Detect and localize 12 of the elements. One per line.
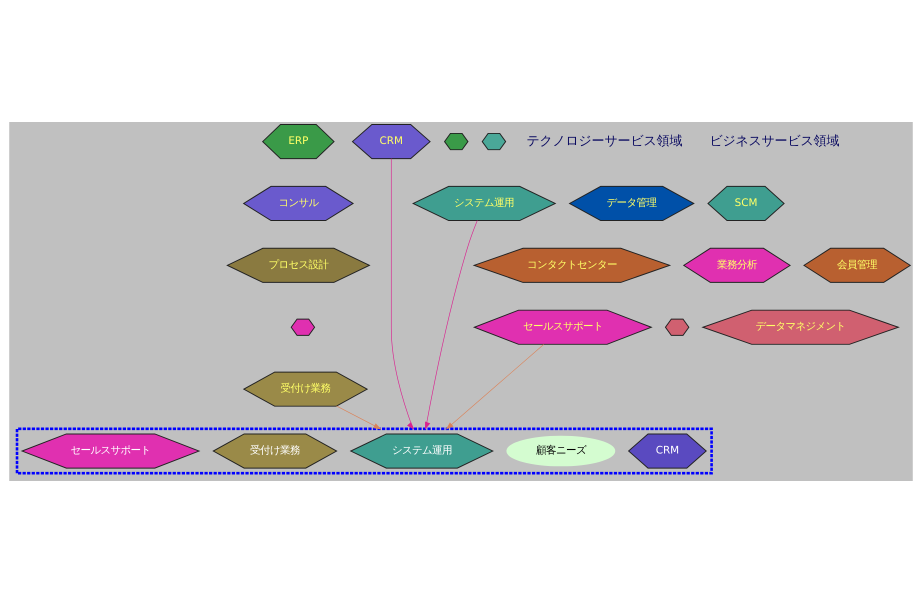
label: テクノロジーサービス領域 xyxy=(526,133,682,148)
arrow xyxy=(390,158,414,430)
node-ellipse: 顧客ニーズ xyxy=(506,435,616,466)
arrow xyxy=(336,405,382,429)
node-hexagon xyxy=(444,132,469,150)
cluster xyxy=(16,427,713,474)
node-hexagon xyxy=(482,132,506,150)
arrow xyxy=(446,344,544,429)
node-hexagon xyxy=(664,318,690,336)
arrow xyxy=(424,220,478,430)
label: ビジネスサービス領域 xyxy=(710,133,840,148)
node-hexagon xyxy=(290,318,316,336)
